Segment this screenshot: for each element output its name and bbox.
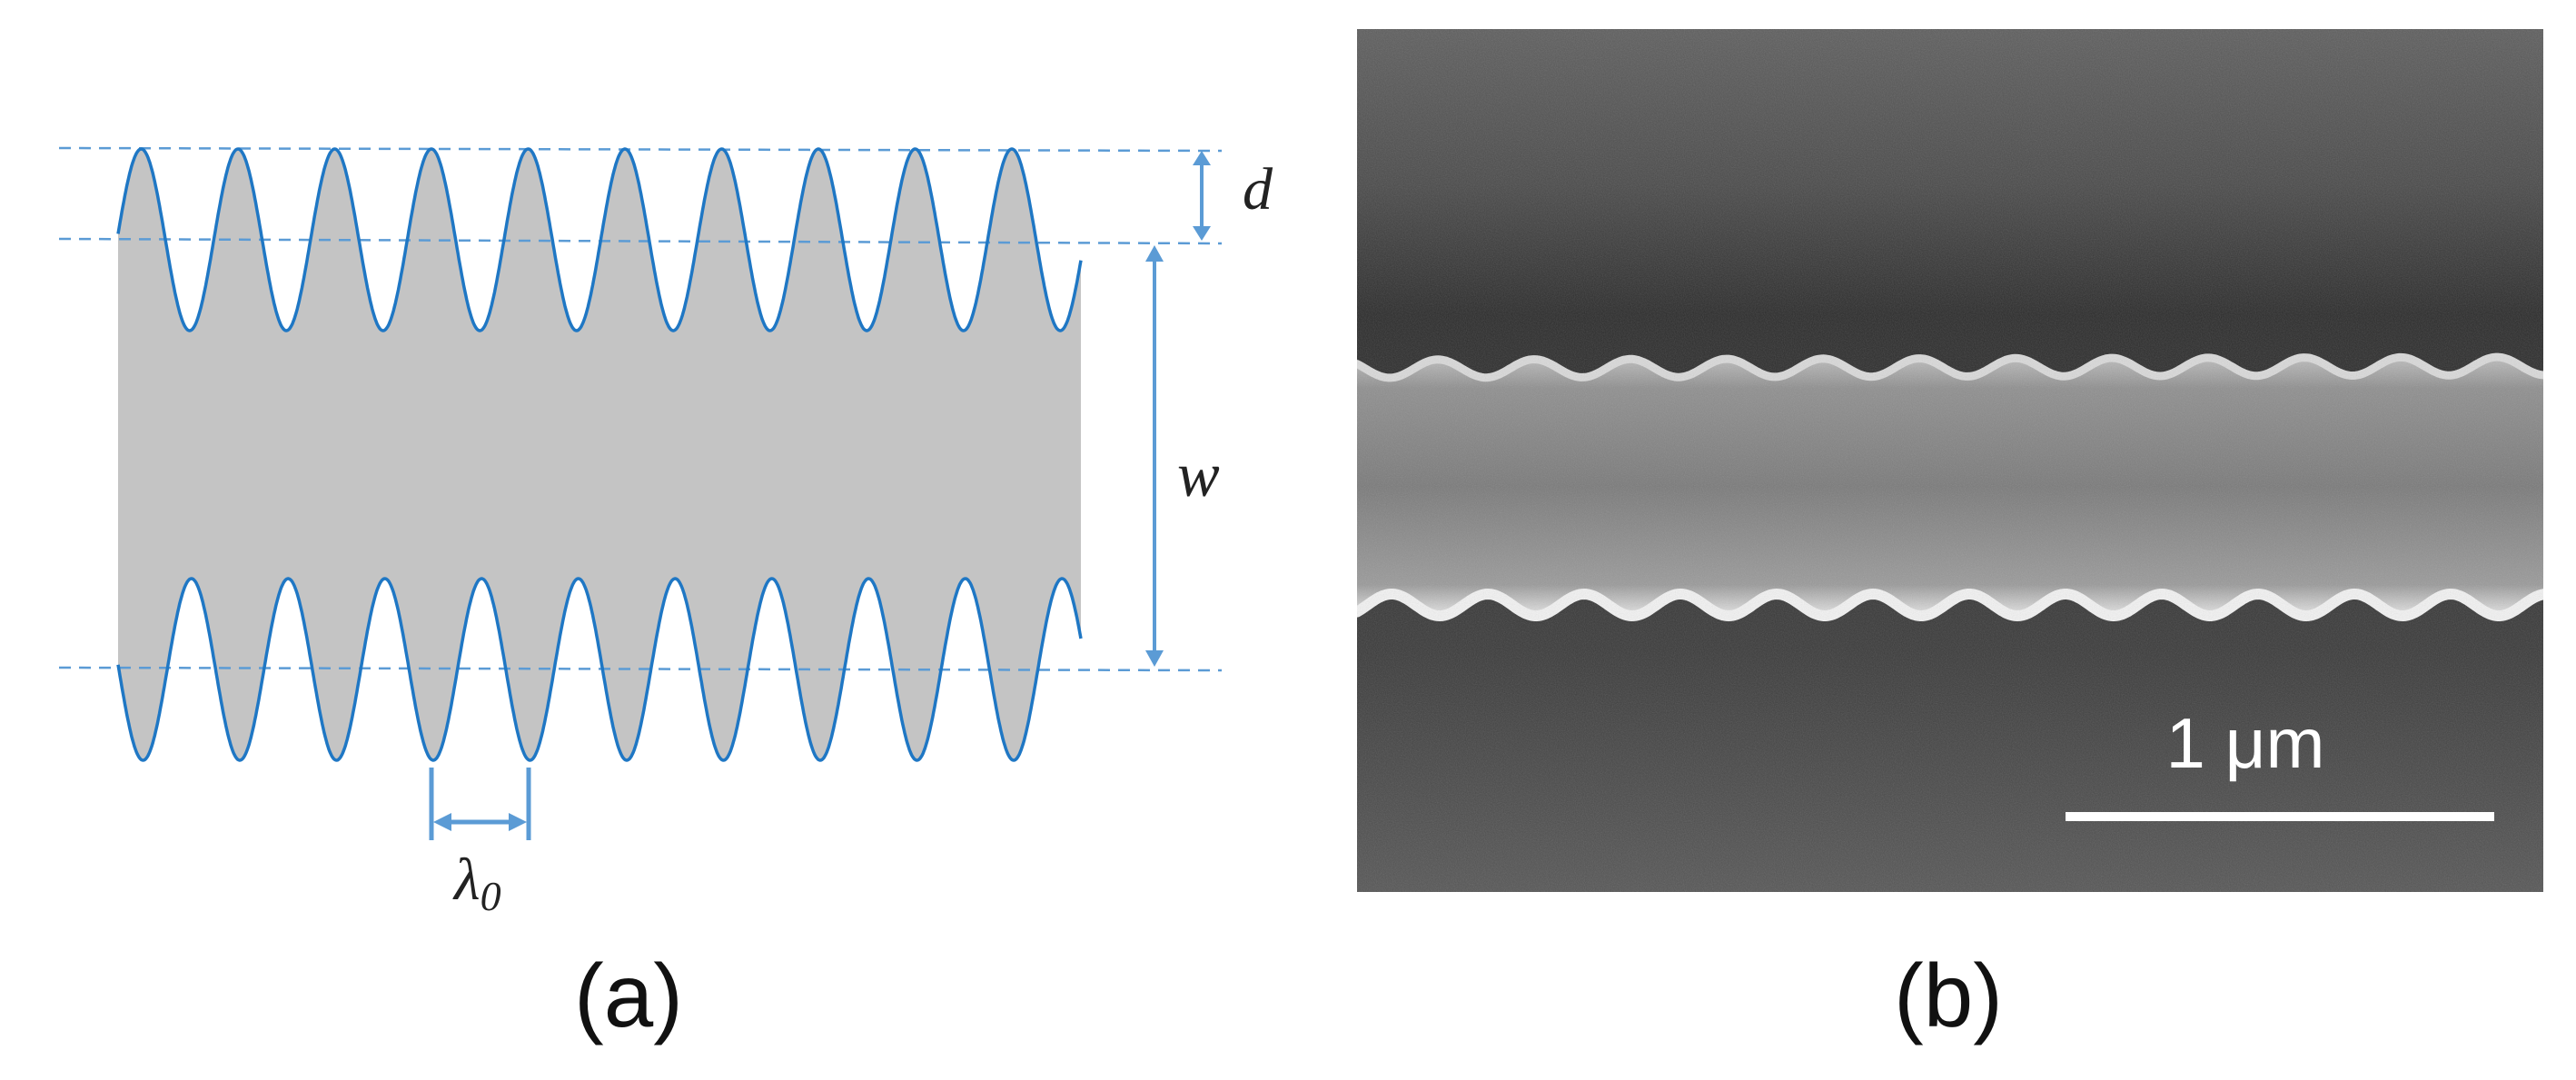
width-arrow <box>1145 245 1164 667</box>
scale-bar <box>2066 812 2494 821</box>
reference-lines <box>58 146 1223 672</box>
bottom-dashed-line <box>58 666 1223 672</box>
scale-bar-label: 1 μm <box>2166 703 2325 783</box>
panel-b-sem-image: 1 μm (b) <box>1357 29 2543 1045</box>
bottom-sinusoidal-edge <box>116 577 1083 762</box>
panel-b-caption: (b) <box>1894 946 2003 1045</box>
width-label: w <box>1177 441 1220 510</box>
grating-body <box>118 149 1081 760</box>
top-crest-dashed-line <box>58 146 1223 153</box>
top-trough-dashed-line <box>58 237 1223 245</box>
depth-arrow <box>1193 151 1211 241</box>
sem-micrograph <box>1357 29 2543 892</box>
panel-a-caption: (a) <box>574 946 683 1045</box>
top-sinusoidal-edge <box>116 147 1083 332</box>
depth-label: d <box>1243 156 1273 223</box>
sem-noise <box>1357 29 2543 892</box>
wavelength-marker <box>429 768 531 840</box>
wavelength-label: λ0 <box>452 847 501 919</box>
panel-a-schematic: d w λ0 (a) <box>58 146 1273 1045</box>
